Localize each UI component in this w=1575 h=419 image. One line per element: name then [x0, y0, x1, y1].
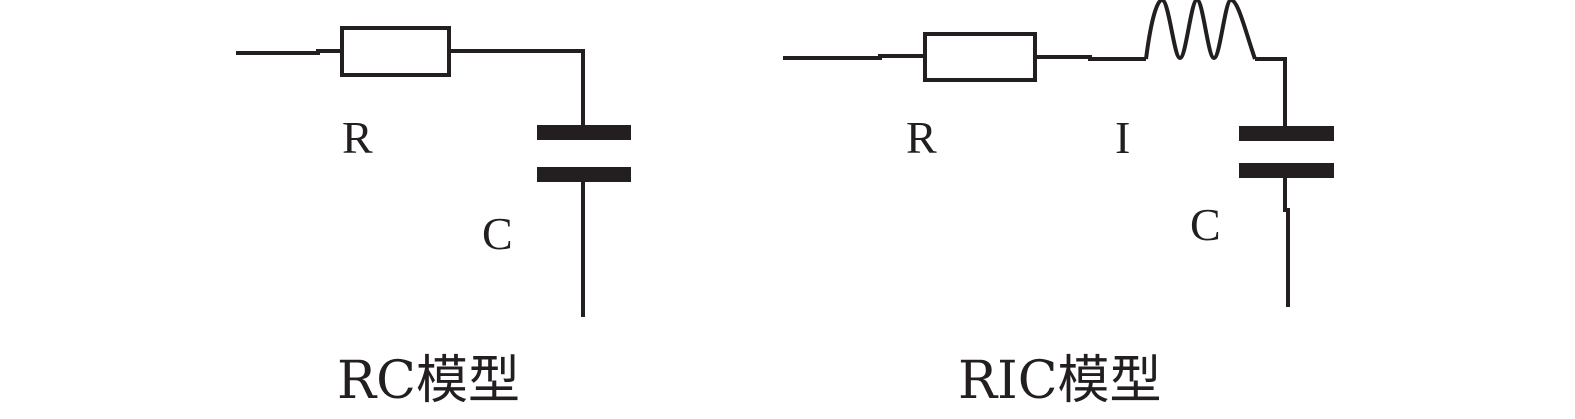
- ric-capacitor-top-plate: [1239, 126, 1334, 141]
- ric-inductor-to-capacitor-wire: [1255, 57, 1287, 126]
- ric-model-title: RIC模型: [958, 351, 1161, 411]
- rc-resistor-to-capacitor-wire: [449, 49, 585, 125]
- rc-model-title: RC模型: [337, 351, 520, 411]
- ric-capacitor-bottom-plate: [1239, 163, 1334, 178]
- ric-resistor: [923, 32, 1037, 82]
- ric-output-wire: [1283, 178, 1290, 307]
- ric-inductor-coil: [1144, 0, 1257, 60]
- rc-input-wire: [236, 49, 342, 55]
- rc-resistor: [340, 26, 451, 77]
- rc-capacitor-top-plate: [537, 125, 631, 140]
- ric-capacitor-label: C: [1190, 199, 1221, 250]
- ric-resistor-to-inductor-wire: [1035, 55, 1146, 61]
- ric-resistor-label: R: [906, 112, 937, 163]
- ric-inductor-label: I: [1115, 112, 1130, 163]
- ric-input-wire: [783, 54, 925, 60]
- rc-capacitor-label: C: [482, 208, 513, 259]
- rc-model: R C RC模型: [236, 26, 631, 411]
- rc-capacitor-bottom-plate: [537, 167, 631, 182]
- rc-resistor-label: R: [342, 112, 373, 163]
- ric-model: R I C RIC模型: [783, 0, 1334, 411]
